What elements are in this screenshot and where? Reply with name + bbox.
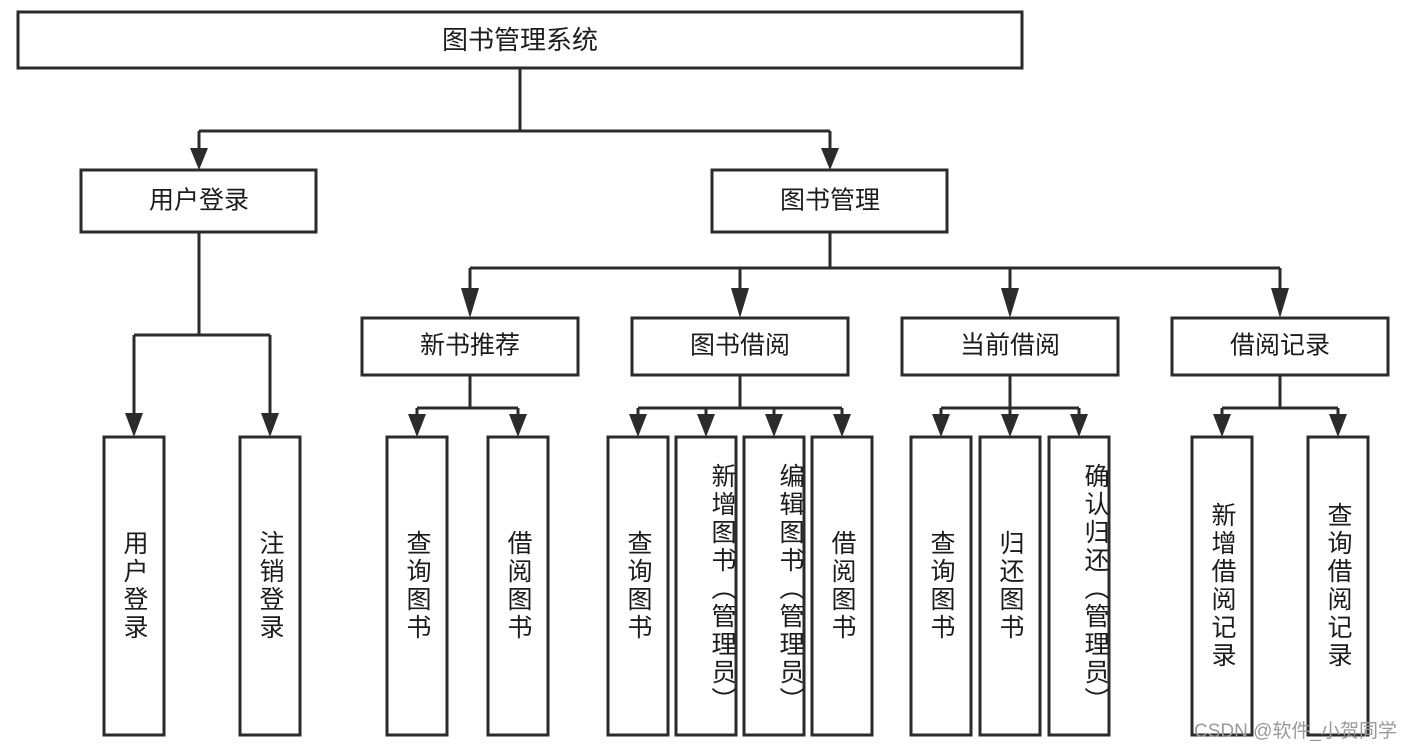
node-borrow-record[interactable]: 借阅记录 [1170,316,1390,377]
node-leaf-borrow-edit-book-box[interactable] [742,435,806,737]
node-leaf-rec-query-book-box[interactable] [385,435,449,737]
arrow-head-book-manage [821,148,839,170]
arrow-head-leaf-user-login [125,413,143,437]
arrow-head-leaf-borrow-borrow-book [833,414,851,437]
node-new-book-rec-box[interactable] [360,316,580,377]
arrow-head-leaf-current-query-book [932,414,950,437]
node-book-manage[interactable]: 图书管理 [710,168,949,234]
arrow-head-user-login [190,148,208,170]
node-book-borrow-box[interactable] [630,316,850,377]
node-current-borrow[interactable]: 当前借阅 [900,316,1120,377]
node-leaf-record-add-box[interactable] [1190,435,1254,737]
node-leaf-borrow-add-book-box[interactable] [674,435,738,737]
node-leaf-current-return-book-box[interactable] [978,435,1042,737]
arrow-head-borrow-record [1271,288,1289,318]
node-current-borrow-label: 当前借阅 [960,332,1060,360]
node-leaf-borrow-borrow-book-box[interactable] [810,435,874,737]
node-user-login-label: 用户登录 [149,187,249,215]
node-leaf-user-login-box[interactable] [102,435,166,737]
node-root-label: 图书管理系统 [442,25,598,55]
node-book-manage-box[interactable] [710,168,949,234]
node-book-borrow-label: 图书借阅 [690,332,790,360]
arrow-head-book-borrow [731,288,749,318]
node-borrow-record-box[interactable] [1170,316,1390,377]
arrow-head-leaf-current-confirm-return [1070,414,1088,437]
arrow-head-leaf-borrow-add-book [697,414,715,437]
node-root[interactable]: 图书管理系统 [16,10,1024,70]
arrow-head-leaf-borrow-edit-book [765,414,783,437]
node-leaf-current-confirm-return-box[interactable] [1047,435,1111,737]
arrow-head-leaf-rec-borrow-book [509,414,527,437]
arrow-head-leaf-rec-query-book [408,414,426,437]
node-root-box[interactable] [16,10,1024,70]
node-new-book-rec[interactable]: 新书推荐 [360,316,580,377]
node-leaf-user-logout-box[interactable] [238,435,302,737]
node-leaf-current-query-book-box[interactable] [909,435,973,737]
node-new-book-rec-label: 新书推荐 [420,332,520,360]
arrow-head-leaf-borrow-query-book [629,414,647,437]
arrow-head-leaf-record-add [1213,414,1231,437]
node-current-borrow-box[interactable] [900,316,1120,377]
arrow-head-leaf-record-query [1329,414,1347,437]
arrow-head-leaf-user-logout [261,413,279,437]
arrow-head-new-book-rec [461,288,479,318]
node-book-borrow[interactable]: 图书借阅 [630,316,850,377]
node-leaf-record-query-box[interactable] [1306,435,1370,737]
arrow-head-current-borrow [1001,288,1019,318]
watermark-text: CSDN @软件_小贺同学 [1194,721,1397,742]
node-leaf-rec-borrow-book-box[interactable] [486,435,550,737]
node-leaf-borrow-query-book-box[interactable] [606,435,670,737]
arrow-head-leaf-current-return-book [1001,414,1019,437]
node-user-login[interactable]: 用户登录 [79,168,318,234]
node-user-login-box[interactable] [79,168,318,234]
node-borrow-record-label: 借阅记录 [1230,332,1330,360]
node-book-manage-label: 图书管理 [780,187,880,215]
